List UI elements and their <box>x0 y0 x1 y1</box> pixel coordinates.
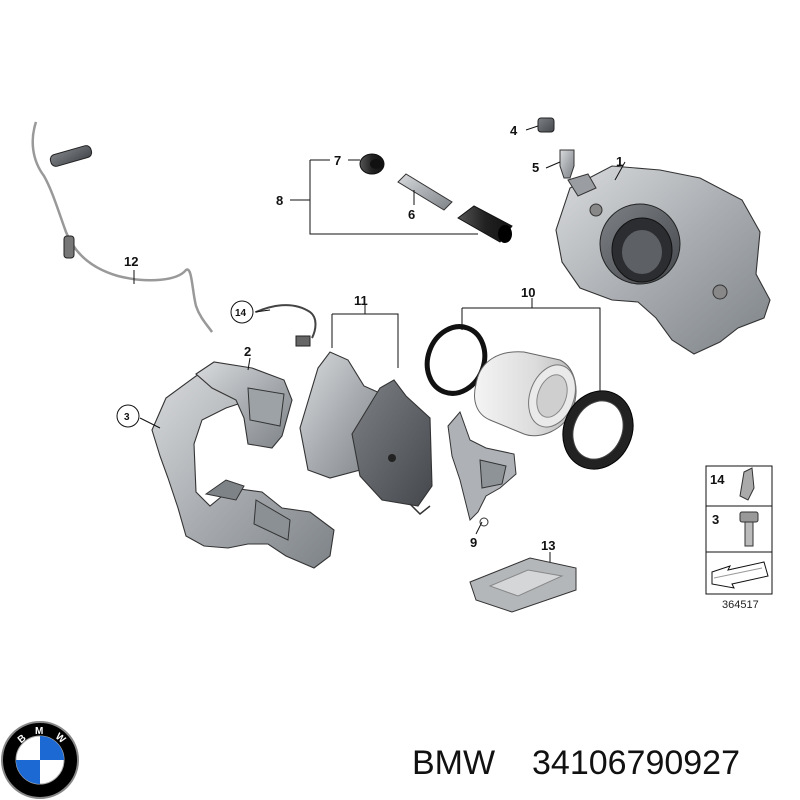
bolt-icon <box>739 511 759 547</box>
callout-6: 6 <box>408 207 415 222</box>
callout-labels: 1 2 3 4 5 6 7 8 9 10 11 12 13 14 <box>116 123 623 553</box>
guide-bolt <box>397 173 453 211</box>
callout-2: 2 <box>244 344 251 359</box>
brake-pad-set <box>299 351 433 516</box>
logo-letter-m: M <box>35 726 43 737</box>
callout-1: 1 <box>616 154 623 169</box>
diagram-reference-number: 364517 <box>722 599 759 611</box>
direction-arrow-icon <box>711 561 769 589</box>
brand-name: BMW <box>412 744 495 782</box>
sensor-clip-icon <box>739 467 755 501</box>
bleeder-screw <box>559 149 575 179</box>
part-number: 34106790927 <box>532 744 740 782</box>
callout-14: 14 <box>235 308 247 319</box>
callout-11: 11 <box>354 293 368 308</box>
legend-row-3: 3 <box>712 512 719 527</box>
anti-rattle-spring <box>447 411 517 527</box>
bleeder-valve-cap <box>537 117 555 133</box>
grease-packet <box>469 557 577 613</box>
brake-caliper-housing <box>555 165 771 355</box>
callout-10: 10 <box>521 285 535 300</box>
carrier-bracket-part <box>195 361 293 449</box>
callout-14-circle: 14 <box>230 300 254 324</box>
bmw-logo: B M W <box>1 721 79 799</box>
caliper-piston <box>474 351 577 437</box>
part-caption: BMW 34106790927 <box>412 744 740 782</box>
callout-5: 5 <box>532 160 539 175</box>
fastener-legend-box: 14 3 364517 <box>705 465 773 611</box>
callout-7: 7 <box>334 153 341 168</box>
piston-dust-seal <box>562 390 634 470</box>
leader-lines <box>133 125 626 562</box>
callout-12: 12 <box>124 254 138 269</box>
callout-8: 8 <box>276 193 283 208</box>
callout-13: 13 <box>541 538 555 553</box>
callout-3: 3 <box>124 412 130 423</box>
guide-sleeve-boot <box>359 153 385 175</box>
wear-sensor-cable <box>31 121 214 333</box>
legend-row-14: 14 <box>710 472 725 487</box>
guide-bushing <box>457 205 513 243</box>
wear-indicator-sensor <box>255 304 317 347</box>
callout-9: 9 <box>470 535 477 550</box>
callout-4: 4 <box>510 123 518 138</box>
callout-3-circle: 3 <box>116 404 140 428</box>
